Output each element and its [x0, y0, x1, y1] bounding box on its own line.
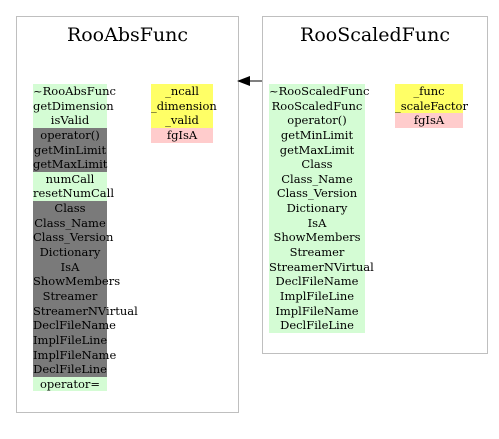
method-item: DeclFileLine: [269, 318, 365, 333]
member-item: _func: [395, 84, 463, 99]
inheritance-arrow-head: [237, 76, 250, 86]
method-item: StreamerNVirtual: [269, 259, 374, 275]
method-item: ShowMembers: [33, 274, 121, 289]
method-item: ~RooScaledFunc: [269, 84, 370, 99]
method-item: numCall: [33, 171, 107, 187]
method-item: DeclFileLine: [33, 362, 107, 377]
method-item: ~RooAbsFunc: [33, 84, 116, 99]
method-item: DeclFileName: [269, 274, 365, 289]
method-item: getMinLimit: [269, 127, 365, 143]
method-item: operator(): [269, 113, 365, 128]
method-item: getMaxLimit: [33, 157, 108, 172]
method-item: IsA: [33, 259, 107, 275]
member-item: _valid: [151, 113, 213, 128]
method-item: Dictionary: [269, 201, 365, 216]
class-title: RooAbsFunc: [66, 24, 189, 46]
method-item: ImplFileName: [269, 303, 365, 319]
method-item: Class_Name: [269, 171, 365, 187]
method-item: isValid: [33, 113, 107, 128]
method-item: getMinLimit: [33, 142, 107, 158]
method-item: ImplFileLine: [269, 288, 365, 304]
method-item: Class_Version: [33, 230, 114, 246]
method-item: Streamer: [269, 245, 365, 260]
member-item: _dimension: [151, 98, 217, 114]
method-item: getDimension: [33, 98, 114, 114]
method-item: ImplFileName: [33, 347, 117, 363]
member-item: _ncall: [151, 84, 213, 99]
method-item: resetNumCall: [33, 186, 115, 202]
method-item: ShowMembers: [269, 230, 365, 246]
method-item: DeclFileName: [33, 318, 116, 333]
method-item: Class: [33, 201, 107, 216]
method-item: getMaxLimit: [269, 142, 365, 158]
method-item: Class_Name: [33, 215, 107, 231]
method-item: IsA: [269, 215, 365, 231]
method-item: Class_Version: [269, 186, 365, 202]
member-item: fgIsA: [151, 127, 213, 143]
class-title: RooScaledFunc: [300, 24, 450, 46]
method-item: Dictionary: [33, 245, 107, 260]
method-item: Class: [269, 157, 365, 172]
method-item: StreamerNVirtual: [33, 303, 138, 319]
method-item: Streamer: [33, 288, 107, 304]
inheritance-arrow: [237, 76, 264, 86]
method-item: operator(): [33, 127, 107, 143]
method-item: RooScaledFunc: [269, 98, 365, 114]
member-item: fgIsA: [395, 113, 463, 128]
method-item: operator=: [33, 376, 107, 392]
method-item: ImplFileLine: [33, 332, 108, 348]
member-item: _scaleFactor: [395, 98, 468, 114]
